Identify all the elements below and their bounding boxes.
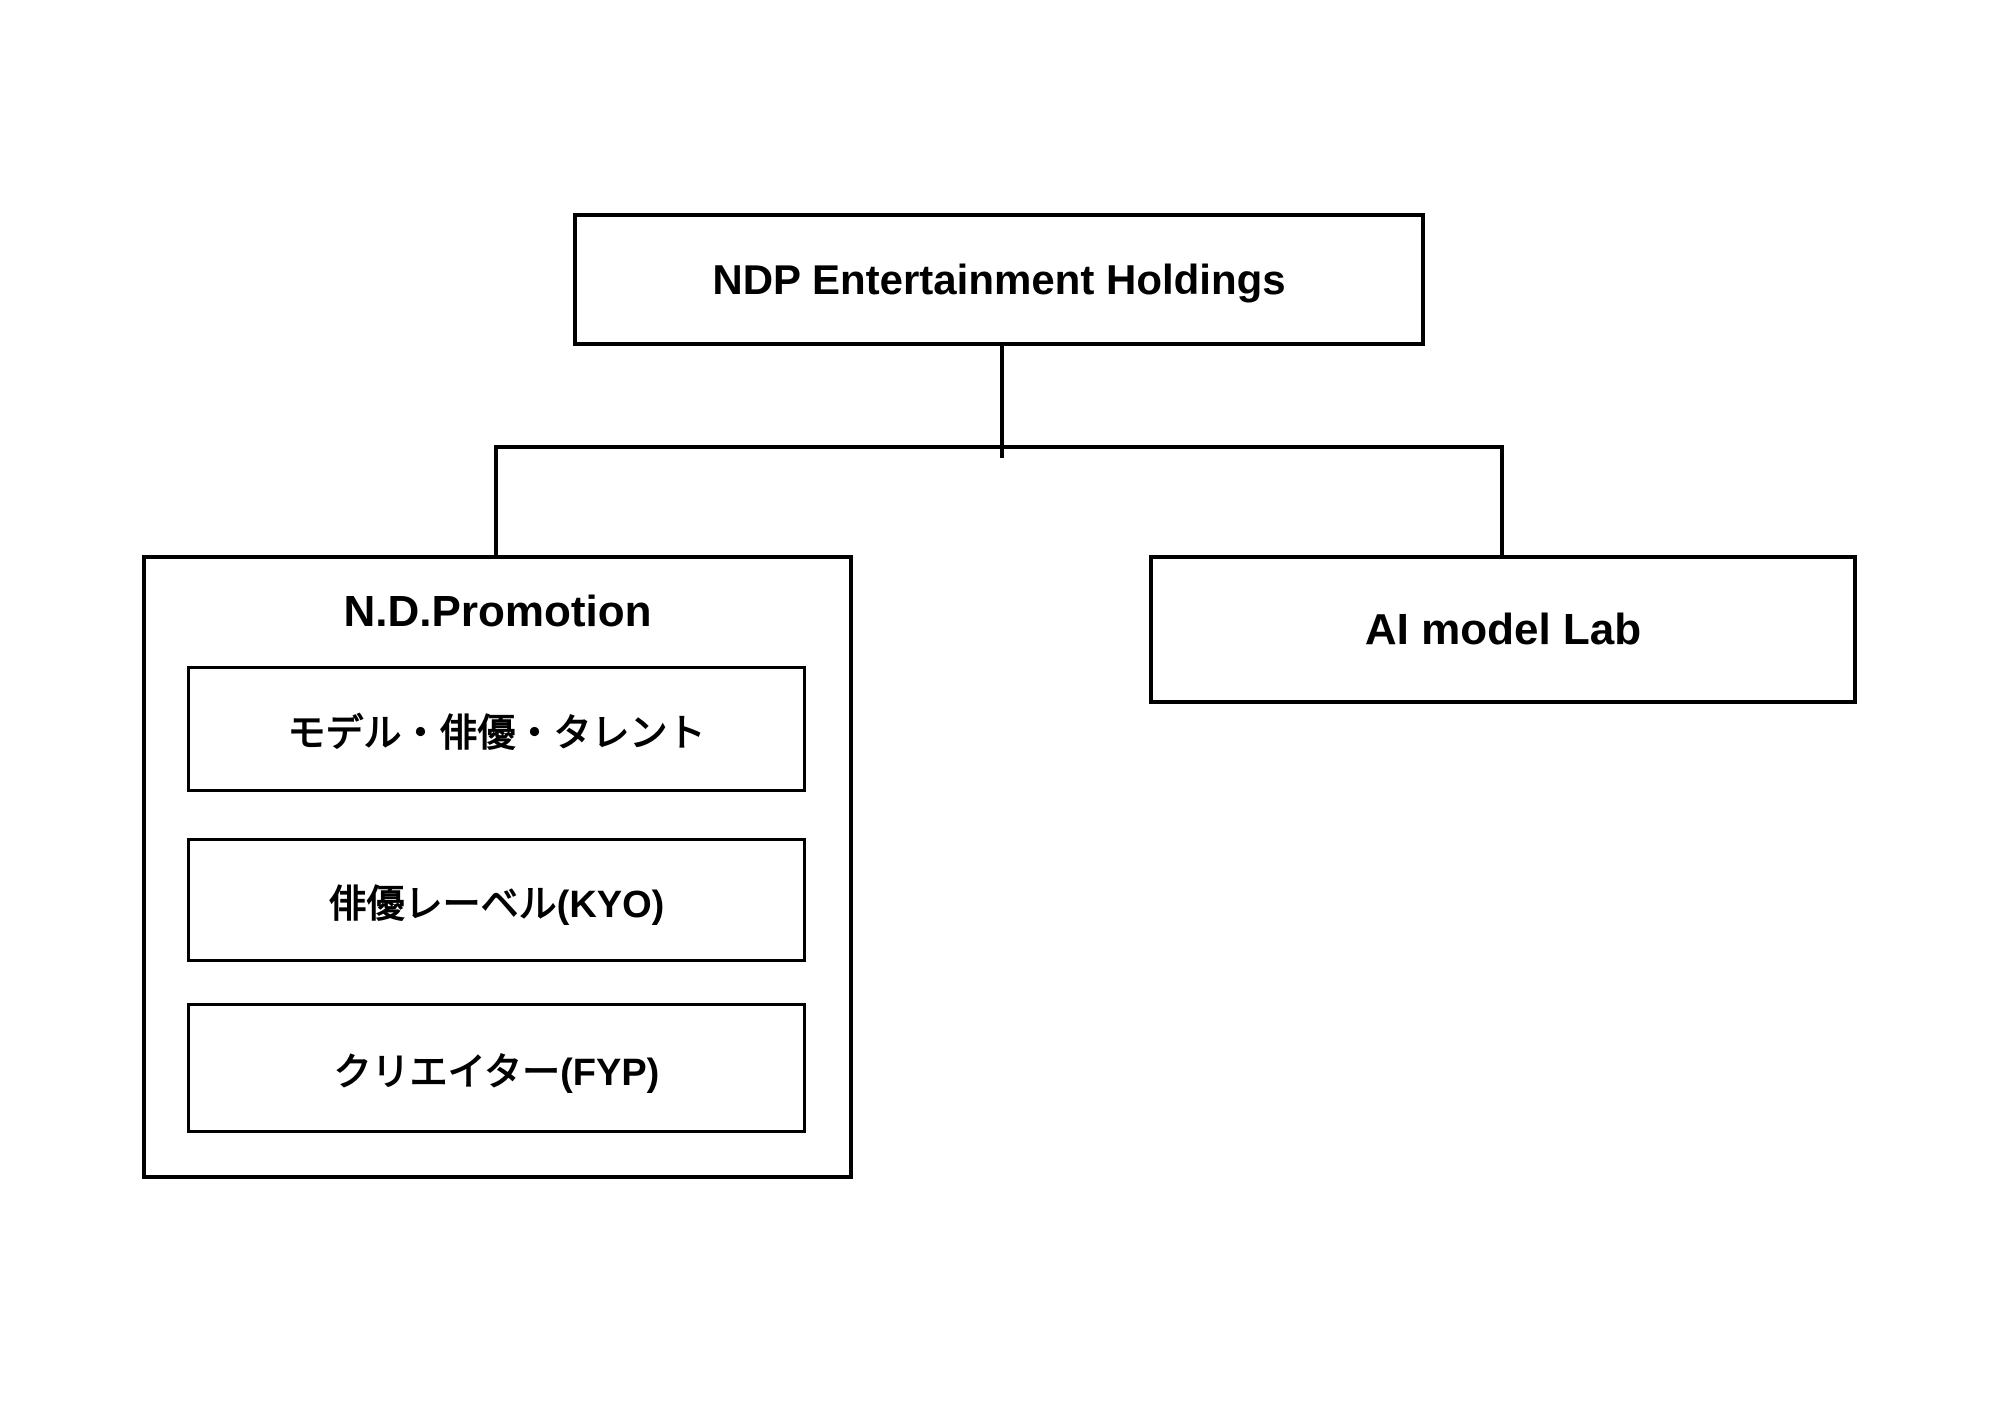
division-model-actor-talent: モデル・俳優・タレント [187,666,806,792]
division-actor-label-kyo: 俳優レーベル(KYO) [187,838,806,962]
connector-right-drop [1500,445,1504,557]
division-creator-fyp-label: クリエイター(FYP) [333,1051,660,1094]
node-ndp-entertainment-holdings-label: NDP Entertainment Holdings [712,255,1286,303]
node-ai-model-lab: AI model Lab [1149,555,1857,704]
division-creator-fyp: クリエイター(FYP) [187,1003,806,1133]
node-ndp-entertainment-holdings: NDP Entertainment Holdings [573,213,1425,346]
nd-promotion-title: N.D.Promotion [146,559,849,665]
connector-left-drop [494,445,498,557]
connector-root-stem [1000,346,1004,458]
nd-promotion-title-label: N.D.Promotion [343,587,652,636]
node-ai-model-lab-label: AI model Lab [1364,604,1642,654]
division-actor-label-kyo-label: 俳優レーベル(KYO) [328,883,665,926]
connector-horizontal [494,445,1504,449]
node-nd-promotion: N.D.Promotion モデル・俳優・タレント 俳優レーベル(KYO) クリ… [142,555,853,1179]
division-model-actor-talent-label: モデル・俳優・タレント [287,712,706,755]
